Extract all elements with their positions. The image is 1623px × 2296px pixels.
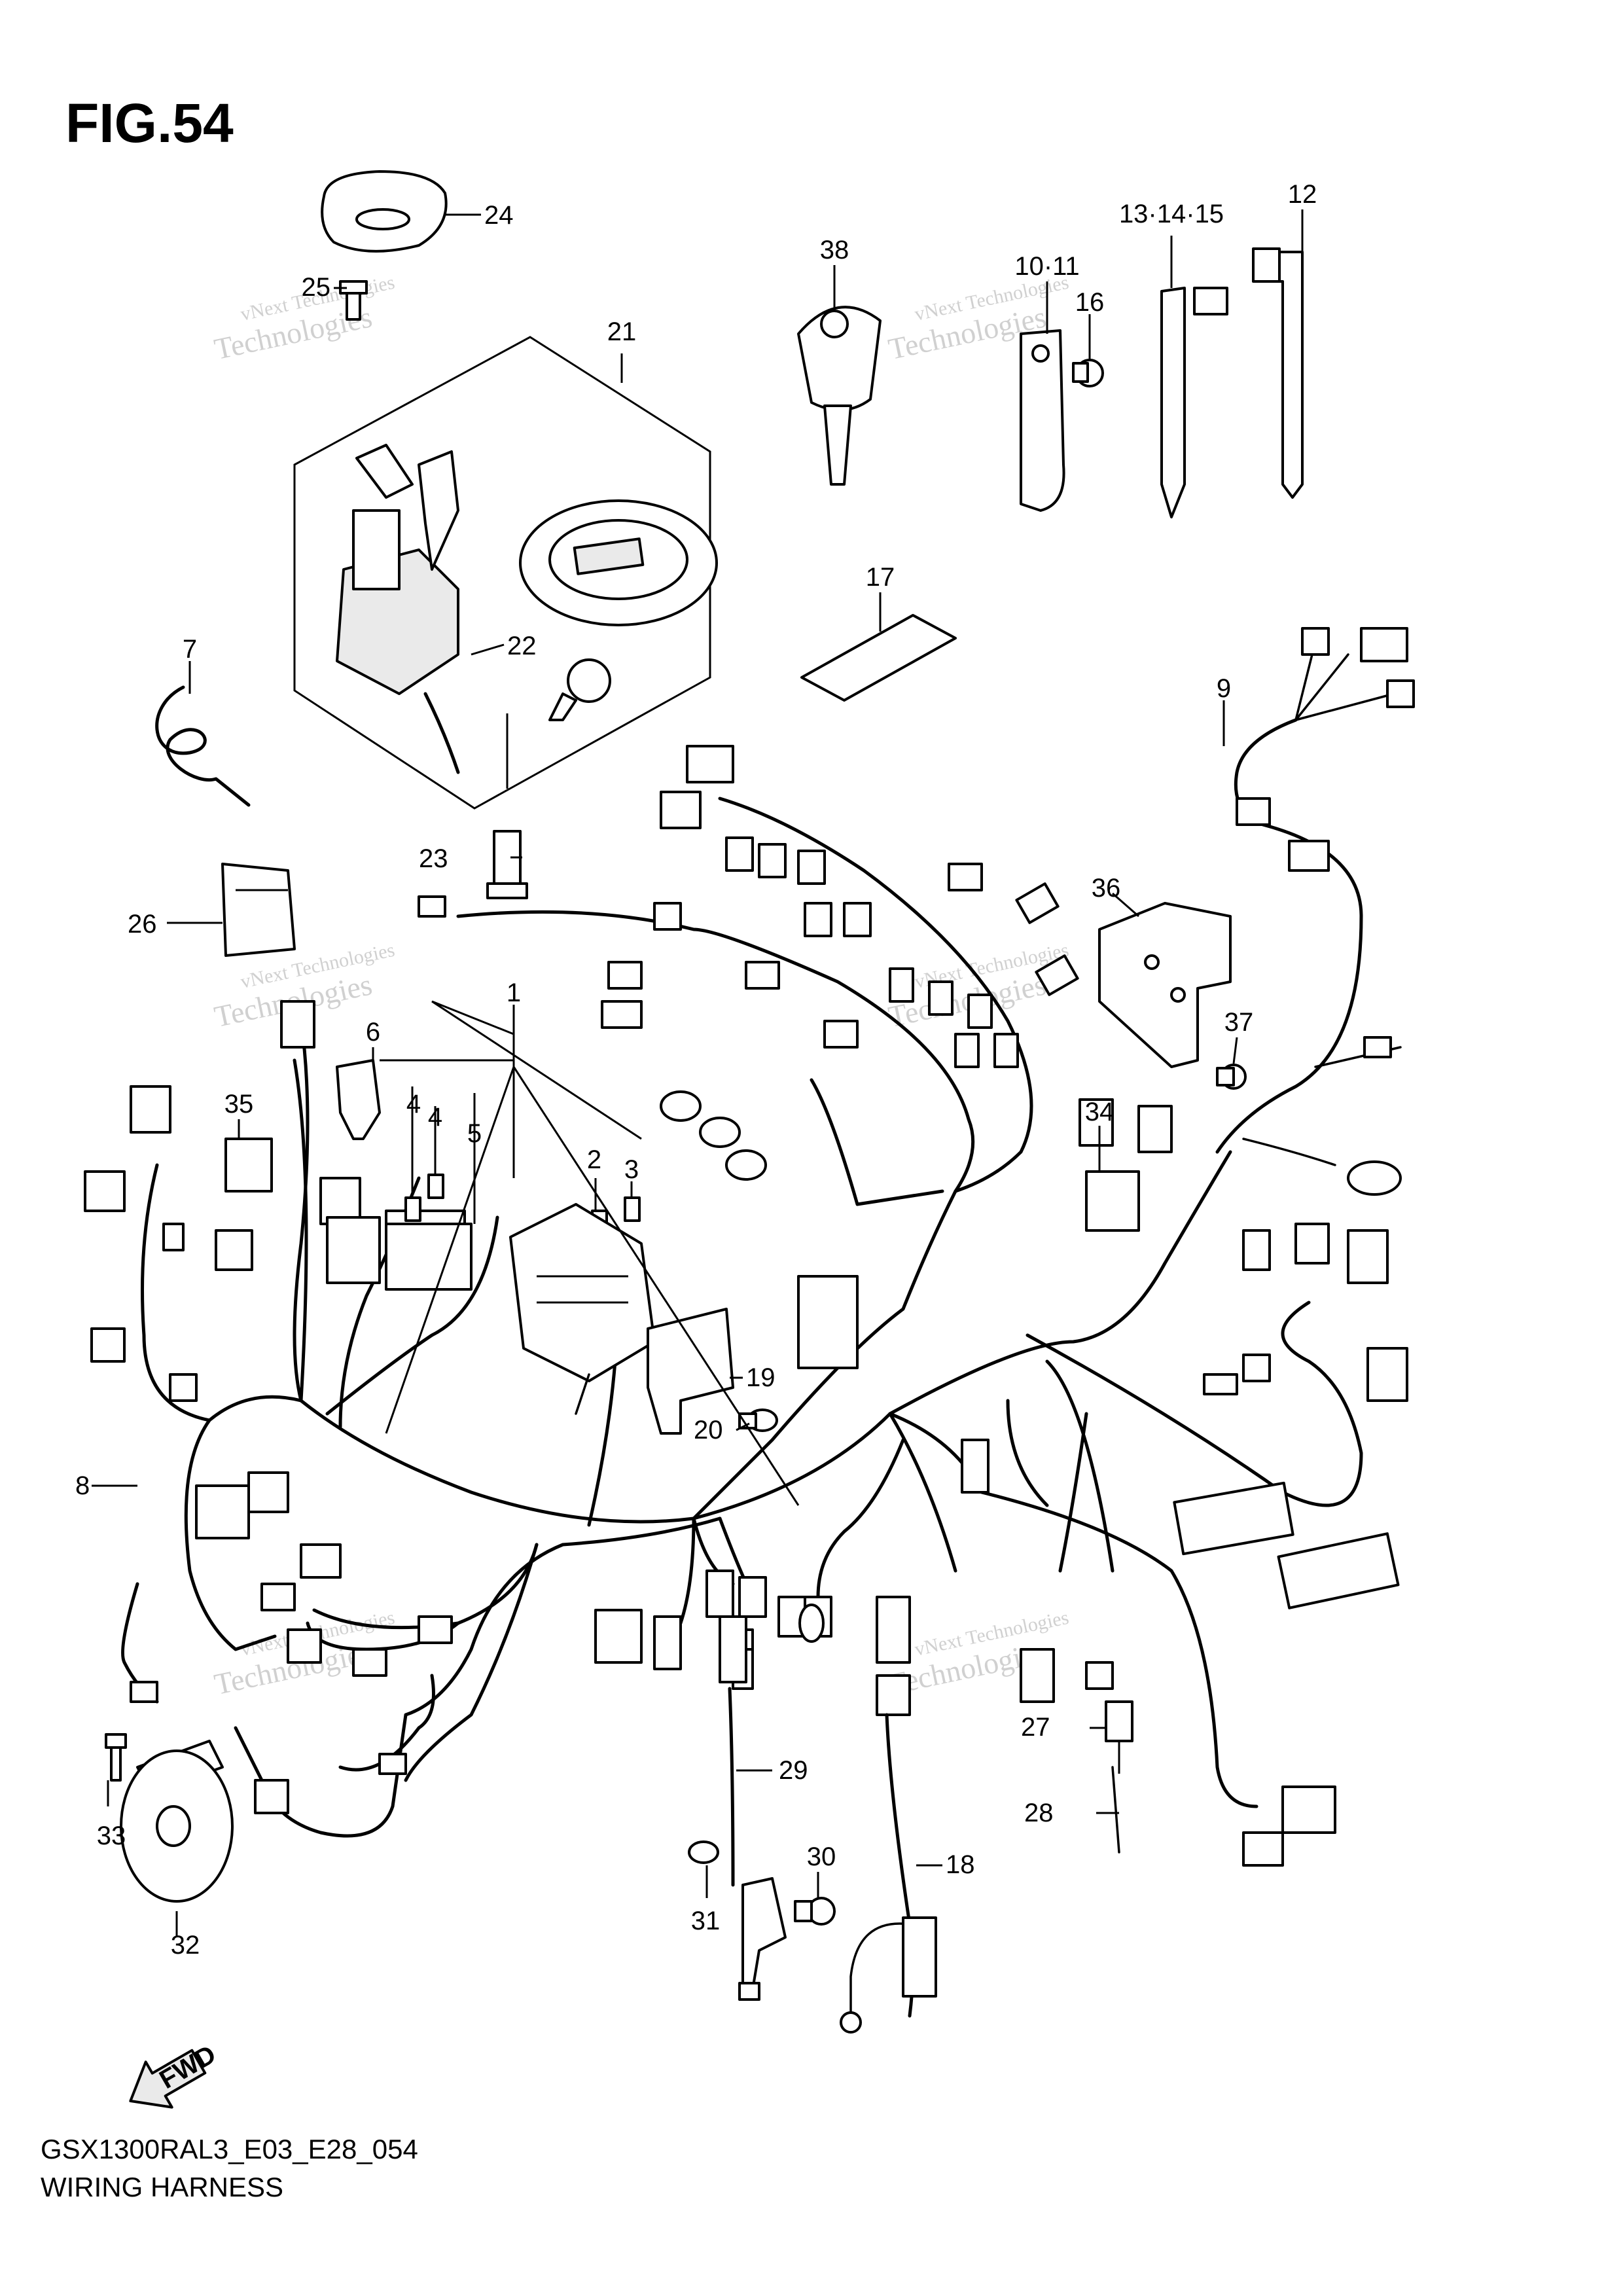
- part-21-ignition-set: [293, 336, 718, 810]
- callout-36: 36: [1092, 874, 1121, 903]
- callout-33: 33: [97, 1821, 126, 1850]
- part-5-relay: [385, 1223, 473, 1291]
- part-23-bolt: [486, 830, 528, 899]
- part-25-screw: [339, 280, 368, 321]
- callout-3: 3: [624, 1155, 639, 1184]
- part-16-bolt: [1072, 359, 1104, 387]
- callout-8: 8: [75, 1471, 90, 1500]
- callout-29: 29: [779, 1756, 808, 1785]
- callout-9: 9: [1217, 674, 1231, 703]
- part-34-relay: [1085, 1170, 1140, 1232]
- callout-25: 25: [302, 273, 331, 302]
- part-3-fuse: [624, 1196, 641, 1222]
- fwd-arrow-icon: FWD: [129, 2040, 221, 2109]
- part-17-label: [800, 614, 957, 702]
- callout-35: 35: [224, 1090, 254, 1119]
- harness-connectors: [84, 745, 1408, 1867]
- callout-1: 1: [507, 978, 521, 1007]
- callout-13-14-15: 13·14·15: [1119, 200, 1224, 228]
- callout-12: 12: [1288, 180, 1317, 209]
- callout-4b: 4: [428, 1103, 442, 1132]
- part-9-sub-harness: [1215, 627, 1415, 1196]
- leader-lines: [92, 209, 1304, 1937]
- callout-20: 20: [694, 1416, 723, 1444]
- part-4-fuse-b: [427, 1174, 444, 1199]
- part-32-horn: [120, 1740, 234, 1903]
- part-30-screw: [794, 1897, 836, 1926]
- callout-6: 6: [366, 1018, 380, 1047]
- callout-labels: 1 2 3 4 4 5 6 7 8 9 10·11 12 13·14·15 16…: [75, 180, 1317, 1960]
- callout-10-11: 10·11: [1014, 252, 1079, 281]
- figure-code: GSX1300RAL3_E03_E28_054: [41, 2134, 418, 2164]
- callout-18: 18: [946, 1850, 975, 1879]
- figure-name: WIRING HARNESS: [41, 2172, 284, 2202]
- callout-23: 23: [419, 844, 448, 873]
- part-37-bolt: [1216, 1064, 1247, 1090]
- callout-5: 5: [467, 1119, 482, 1148]
- part-26-boot: [221, 863, 296, 957]
- part-1-main-harness: [121, 797, 1363, 1838]
- part-31-switch: [688, 1840, 787, 2001]
- callout-31: 31: [691, 1907, 721, 1935]
- callout-7: 7: [183, 635, 197, 664]
- callout-24: 24: [484, 201, 514, 230]
- part-6-cap: [336, 1059, 381, 1140]
- callout-22: 22: [507, 632, 537, 660]
- fwd-label: FWD: [154, 2040, 221, 2095]
- part-29-lead: [719, 1615, 747, 1887]
- part-28-pin: [1111, 1766, 1120, 1854]
- part-12-strap: [1252, 247, 1304, 499]
- part-24-cap: [321, 170, 448, 253]
- part-36-bracket: [1098, 902, 1232, 1068]
- part-10-11-bracket: [1020, 329, 1065, 512]
- callout-28: 28: [1024, 1799, 1054, 1827]
- callout-16: 16: [1075, 288, 1105, 317]
- callout-2: 2: [587, 1145, 601, 1174]
- callout-37: 37: [1224, 1008, 1254, 1037]
- callout-21: 21: [607, 317, 637, 346]
- part-7-spring: [155, 685, 251, 807]
- fuse-box: [509, 1203, 656, 1415]
- part-13-14-15-strap: [1160, 287, 1228, 518]
- part-27-switch: [1105, 1700, 1133, 1774]
- callout-30: 30: [807, 1842, 836, 1871]
- part-35-relay: [224, 1138, 273, 1193]
- part-19-bracket: [647, 1308, 734, 1435]
- part-33-bolt: [105, 1733, 127, 1782]
- callout-19: 19: [746, 1363, 776, 1392]
- callout-38: 38: [820, 236, 849, 264]
- callout-26: 26: [128, 910, 157, 939]
- figure-title: FIG.54: [65, 92, 234, 154]
- part-20-screw: [738, 1408, 778, 1432]
- callout-4: 4: [406, 1090, 421, 1119]
- part-18-lead: [840, 1713, 937, 2034]
- callout-27: 27: [1021, 1713, 1050, 1742]
- part-4-fuse: [404, 1196, 421, 1222]
- part-38-key: [797, 306, 882, 486]
- callout-32: 32: [171, 1931, 200, 1960]
- callout-34: 34: [1085, 1098, 1115, 1126]
- callout-17: 17: [866, 563, 895, 592]
